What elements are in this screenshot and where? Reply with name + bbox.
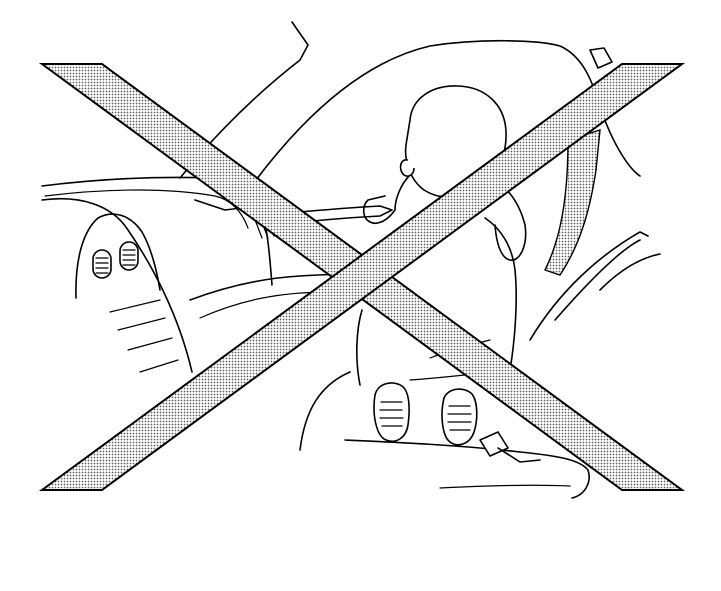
windshield-frame: [249, 39, 599, 189]
instrument-cluster: [75, 213, 161, 299]
belt-buckle-stem: [497, 447, 541, 463]
gauge-right: [119, 241, 139, 271]
seat-side: [554, 239, 641, 321]
instrument-cluster-hood: [41, 197, 193, 373]
cross-bar-right-to-left: [38, 63, 686, 491]
child-left-foot: [373, 382, 410, 442]
prohibited-cross-icon: [38, 63, 686, 491]
seat-back: [529, 231, 649, 341]
seat-bottom-line: [439, 484, 571, 489]
child-right-arm: [494, 179, 527, 261]
dashboard-top-inner: [44, 189, 249, 229]
seat-right-edge: [599, 253, 661, 291]
child-left-arm: [362, 174, 411, 225]
belt-anchor: [589, 47, 613, 69]
belt-webbing: [544, 129, 601, 276]
child-left-ear: [399, 159, 415, 177]
gauge-left: [92, 249, 112, 279]
child-right-foot: [441, 388, 478, 446]
seat-cushion-front: [299, 371, 351, 451]
steering-lines: [109, 299, 179, 373]
seat-cushion-edge: [344, 439, 590, 499]
